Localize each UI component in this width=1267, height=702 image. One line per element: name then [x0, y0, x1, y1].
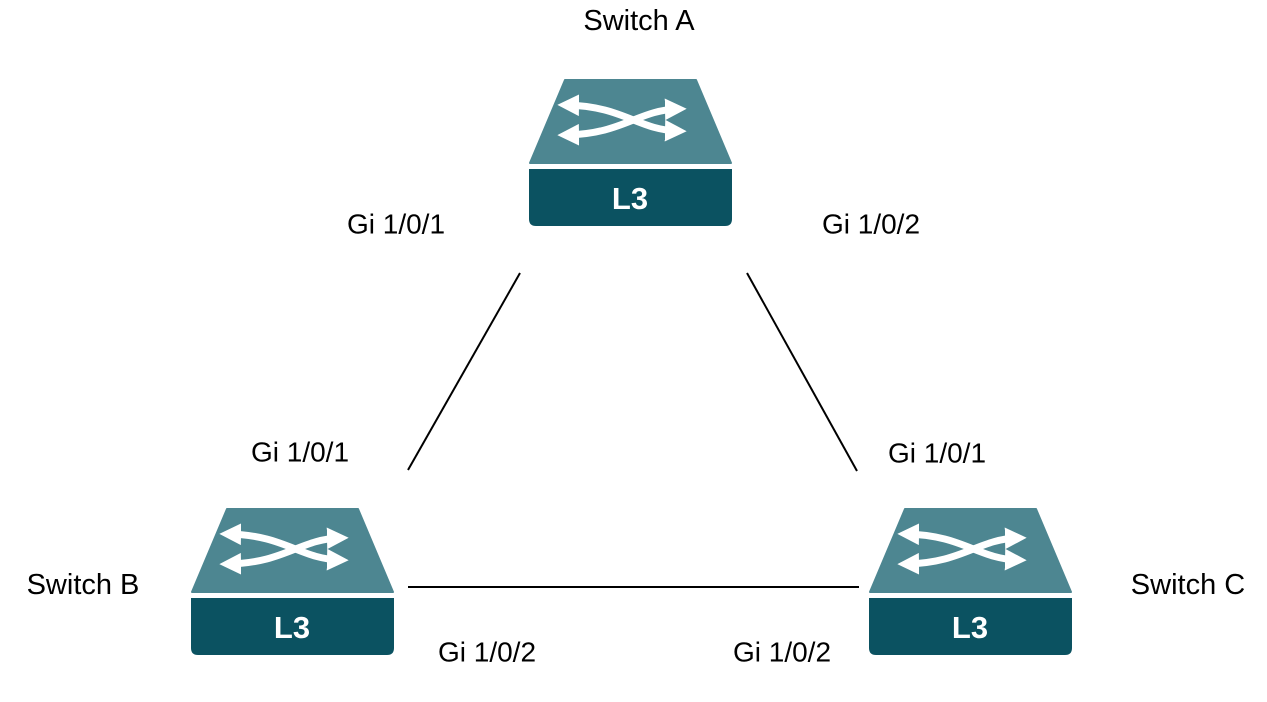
switch-base-face: [529, 169, 732, 226]
crossed-arrows-icon: [557, 94, 687, 146]
port-label-switchb-gi102: Gi 1/0/2: [437, 636, 537, 668]
switch-a-node: L3: [529, 79, 732, 226]
crossed-arrows-icon: [897, 523, 1027, 575]
crossed-arrows-icon: [219, 523, 349, 575]
port-label-switcha-gi102: Gi 1/0/2: [821, 208, 921, 240]
l3-badge: L3: [274, 610, 310, 645]
port-label-switchc-gi102: Gi 1/0/2: [732, 636, 832, 668]
switch-b-label: Switch B: [26, 569, 140, 602]
switch-c-label: Switch C: [1130, 569, 1246, 602]
switch-b-node: L3: [191, 508, 394, 655]
switch-c-node: L3: [869, 508, 1072, 655]
port-label-switchb-gi101: Gi 1/0/1: [250, 436, 350, 468]
l3-switch-icon: L3: [869, 508, 1072, 655]
l3-badge: L3: [612, 181, 648, 216]
l3-badge: L3: [952, 610, 988, 645]
l3-switch-icon: L3: [191, 508, 394, 655]
link-line-switcha-switchb: [407, 272, 521, 471]
switch-a-label: Switch A: [583, 5, 695, 38]
port-label-switchc-gi101: Gi 1/0/1: [887, 437, 987, 469]
l3-switch-icon: L3: [529, 79, 732, 226]
switch-base-face: [869, 598, 1072, 655]
switch-base-face: [191, 598, 394, 655]
link-line-switcha-switchc: [746, 272, 858, 472]
port-label-switcha-gi101: Gi 1/0/1: [346, 208, 446, 240]
